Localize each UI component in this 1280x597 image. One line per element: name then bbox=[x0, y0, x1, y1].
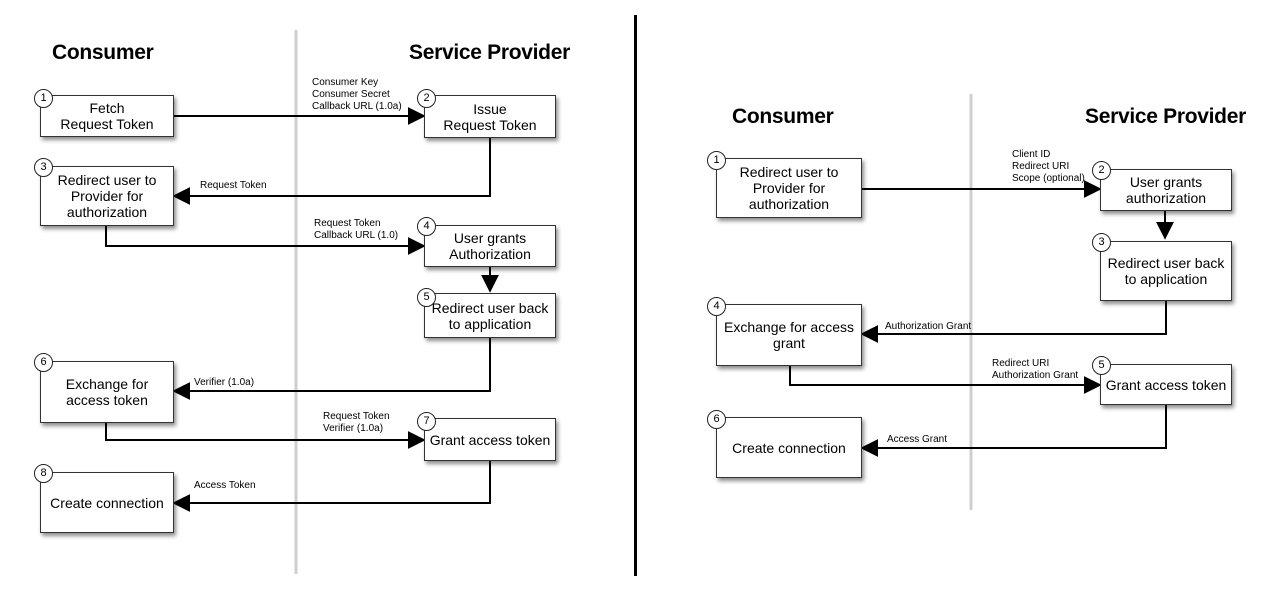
consumer-heading: Consumer bbox=[732, 105, 834, 128]
step-1-box: Redirect user to Provider for authorizat… bbox=[716, 158, 862, 218]
step-7-box: Grant access token bbox=[424, 418, 556, 461]
step-4-box: Exchange for access grant bbox=[716, 304, 862, 366]
arrow-7-to-8 bbox=[172, 461, 491, 512]
step-3-badge: 3 bbox=[1092, 233, 1111, 252]
label-access-grant: Access Grant bbox=[887, 434, 948, 445]
step-5-box: Redirect user back to application bbox=[424, 293, 556, 338]
label-request-token-verifier: Request Token Verifier (1.0a) bbox=[323, 411, 390, 434]
oauth1-connectors bbox=[105, 30, 499, 574]
label-consumer-credentials: Consumer Key Consumer Secret Callback UR… bbox=[312, 77, 402, 112]
step-4-box: User grants Authorization bbox=[424, 225, 556, 267]
label-access-token: Access Token bbox=[194, 480, 256, 491]
label-authorization-grant: Authorization Grant bbox=[885, 321, 972, 332]
consumer-heading: Consumer bbox=[52, 41, 154, 64]
step-5-badge: 5 bbox=[1092, 356, 1111, 375]
label-redirect-uri-grant: Redirect URI Authorization Grant bbox=[992, 358, 1079, 381]
step-8-box: Create connection bbox=[40, 472, 174, 533]
panel-divider bbox=[634, 15, 637, 576]
step-1-badge: 1 bbox=[34, 89, 53, 108]
step-2-box: Issue Request Token bbox=[424, 95, 556, 138]
service-provider-heading: Service Provider bbox=[409, 41, 570, 64]
step-5-badge: 5 bbox=[417, 288, 436, 307]
step-8-badge: 8 bbox=[34, 464, 53, 483]
arrow-3-to-4 bbox=[860, 301, 1167, 343]
step-3-badge: 3 bbox=[34, 158, 53, 177]
arrow-2-to-3 bbox=[172, 138, 491, 205]
arrow-3-to-4 bbox=[105, 226, 426, 255]
arrow-5-to-6 bbox=[860, 405, 1167, 457]
step-2-badge: 2 bbox=[1092, 161, 1111, 180]
step-2-badge: 2 bbox=[417, 89, 436, 108]
step-4-badge: 4 bbox=[707, 297, 726, 316]
arrow-6-to-7 bbox=[105, 423, 426, 449]
oauth1-flow-diagram: Consumer Service Provider Fetch Request … bbox=[0, 0, 635, 597]
step-7-badge: 7 bbox=[417, 412, 436, 431]
step-3-box: Redirect user to Provider for authorizat… bbox=[40, 166, 174, 226]
step-6-badge: 6 bbox=[34, 353, 53, 372]
label-request-token: Request Token bbox=[200, 180, 267, 191]
label-request-token-callback: Request Token Callback URL (1.0) bbox=[314, 218, 399, 241]
oauth2-connectors bbox=[789, 94, 1174, 510]
step-5-box: Grant access token bbox=[1100, 364, 1232, 405]
step-3-box: Redirect user back to application bbox=[1100, 241, 1232, 301]
arrow-4-to-5 bbox=[789, 366, 1102, 394]
step-6-box: Create connection bbox=[716, 417, 862, 478]
step-1-box: Fetch Request Token bbox=[40, 95, 174, 137]
step-1-badge: 1 bbox=[707, 151, 726, 170]
step-6-badge: 6 bbox=[707, 410, 726, 429]
label-client-id-scope: Client ID Redirect URI Scope (optional) bbox=[1012, 149, 1085, 184]
step-6-box: Exchange for access token bbox=[40, 361, 174, 423]
service-provider-heading: Service Provider bbox=[1085, 105, 1246, 128]
step-2-box: User grants authorization bbox=[1100, 169, 1232, 211]
arrow-5-to-6 bbox=[172, 338, 491, 400]
oauth2-flow-diagram: Consumer Service Provider Redirect user … bbox=[640, 0, 1280, 597]
label-verifier: Verifier (1.0a) bbox=[194, 377, 255, 388]
step-4-badge: 4 bbox=[417, 217, 436, 236]
